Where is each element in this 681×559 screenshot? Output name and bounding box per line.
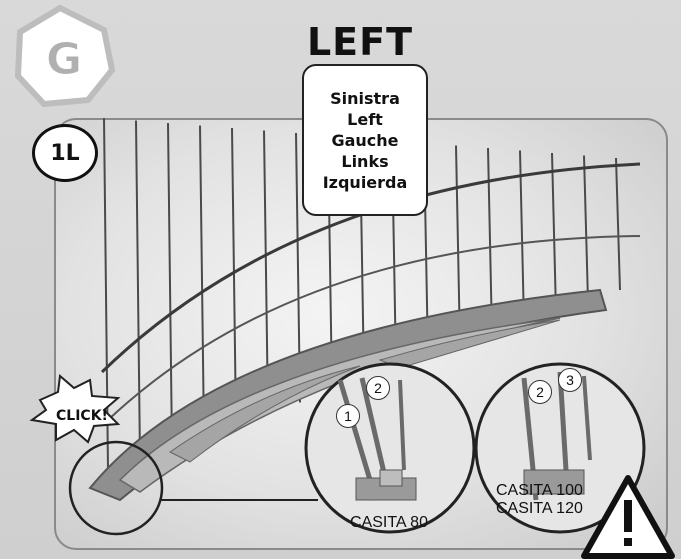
language-box: Sinistra Left Gauche Links Izquierda	[302, 64, 428, 216]
fence-wire	[135, 120, 141, 459]
fence-wire	[231, 127, 237, 426]
callout-number: 1	[336, 404, 360, 428]
fence-wire	[615, 157, 621, 291]
step-number-badge: 1L	[32, 124, 98, 182]
language-label: Sinistra	[330, 88, 400, 108]
zoom-source-circle	[68, 440, 164, 536]
casita120-label: CASITA 120	[496, 500, 583, 517]
callout-number: 3	[558, 368, 582, 392]
language-label: Left	[347, 109, 383, 129]
language-label: Links	[341, 151, 389, 171]
detail-circle-casita80	[304, 362, 476, 534]
fence-mid-curve	[107, 235, 641, 421]
casita80-label: CASITA 80	[350, 514, 428, 531]
language-label: Izquierda	[322, 172, 408, 192]
step-letter: G	[46, 34, 82, 85]
detail-circle-casita100-120	[474, 362, 646, 534]
casita100-label: CASITA 100	[496, 482, 583, 499]
fence-wire	[519, 150, 525, 324]
callout-number: 2	[528, 380, 552, 404]
fence-wire	[583, 155, 589, 302]
language-label: Gauche	[331, 130, 399, 150]
curved-base	[88, 288, 608, 502]
fence-top-curve	[100, 162, 641, 374]
click-label: CLICK!	[56, 408, 108, 424]
page-title: LEFT	[306, 20, 414, 64]
click-burst-icon	[29, 374, 121, 444]
warning-triangle-icon	[581, 475, 675, 559]
callout-number: 2	[366, 376, 390, 400]
fence-wire	[199, 125, 205, 437]
step-letter-badge: G	[14, 4, 116, 108]
fence-wire	[551, 152, 557, 313]
fence-wire	[103, 117, 109, 471]
casita100-120-labels: CASITA 100 CASITA 120	[496, 482, 583, 518]
fence-wire	[167, 122, 173, 448]
